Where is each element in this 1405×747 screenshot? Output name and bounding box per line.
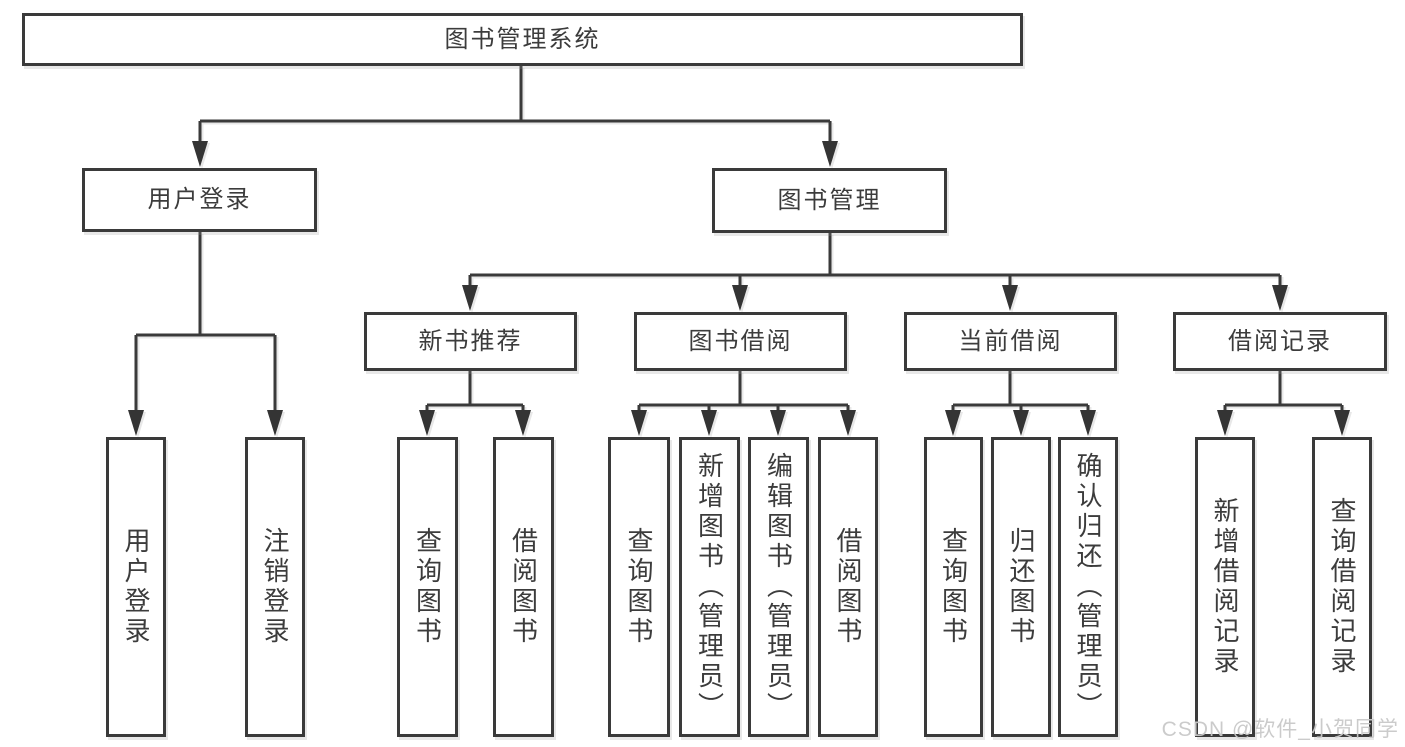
arrow-down-icon (822, 141, 838, 167)
leaf-add-borrow-record: 新增借阅记录 (1195, 437, 1255, 737)
node-root-label: 图书管理系统 (444, 25, 601, 53)
leaf-add-book-admin-label: 新增图书（管理员） (694, 452, 725, 722)
leaf-return-book: 归还图书 (991, 437, 1051, 737)
watermark: CSDN @软件_小贺同学 (1161, 718, 1399, 741)
leaf-return-book-label: 归还图书 (1006, 527, 1036, 647)
arrow-down-icon (1013, 410, 1029, 436)
arrow-down-icon (701, 410, 717, 436)
leaf-query-books-3: 查询图书 (924, 437, 983, 737)
node-new-book-recommend-label: 新书推荐 (418, 327, 523, 355)
leaf-edit-book-admin: 编辑图书（管理员） (748, 437, 809, 737)
node-user-login-label: 用户登录 (147, 186, 252, 213)
node-book-management-label: 图书管理 (777, 186, 882, 214)
leaf-query-books-2: 查询图书 (608, 437, 670, 737)
leaf-borrow-books-2-label: 借阅图书 (833, 527, 863, 647)
node-book-borrow: 图书借阅 (634, 312, 847, 371)
arrow-down-icon (631, 410, 647, 436)
arrow-down-icon (462, 285, 478, 311)
arrow-down-icon (419, 410, 435, 436)
node-borrow-records-label: 借阅记录 (1228, 327, 1332, 355)
leaf-user-login: 用户登录 (106, 437, 166, 737)
leaf-logout: 注销登录 (245, 437, 305, 737)
leaf-query-books-2-label: 查询图书 (624, 527, 654, 647)
leaf-borrow-books-1: 借阅图书 (493, 437, 554, 737)
leaf-user-login-label: 用户登录 (121, 527, 151, 647)
node-current-borrow-label: 当前借阅 (958, 327, 1063, 355)
arrow-down-icon (267, 410, 283, 436)
arrow-down-icon (732, 285, 748, 311)
node-book-borrow-label: 图书借阅 (688, 327, 793, 355)
leaf-edit-book-admin-label: 编辑图书（管理员） (763, 452, 794, 722)
arrow-down-icon (1217, 410, 1233, 436)
arrowhead-icons (128, 141, 1350, 436)
leaf-query-borrow-record-label: 查询借阅记录 (1327, 497, 1357, 677)
leaf-add-book-admin: 新增图书（管理员） (679, 437, 740, 737)
arrow-down-icon (1272, 285, 1288, 311)
leaf-add-borrow-record-label: 新增借阅记录 (1210, 497, 1240, 677)
arrow-down-icon (1002, 285, 1018, 311)
node-new-book-recommend: 新书推荐 (364, 312, 577, 371)
arrow-down-icon (945, 410, 961, 436)
leaf-query-books-3-label: 查询图书 (938, 527, 969, 647)
arrow-down-icon (840, 410, 856, 436)
arrow-down-icon (1080, 410, 1096, 436)
node-book-management: 图书管理 (712, 168, 947, 233)
leaf-logout-label: 注销登录 (260, 527, 290, 647)
arrow-down-icon (515, 410, 531, 436)
node-user-login: 用户登录 (82, 168, 317, 232)
leaf-confirm-return-admin: 确认归还（管理员） (1058, 437, 1118, 737)
arrow-down-icon (770, 410, 786, 436)
arrow-down-icon (1334, 410, 1350, 436)
leaf-confirm-return-admin-label: 确认归还（管理员） (1073, 452, 1103, 722)
node-borrow-records: 借阅记录 (1173, 312, 1387, 371)
node-current-borrow: 当前借阅 (904, 312, 1117, 371)
arrow-down-icon (128, 410, 144, 436)
leaf-query-books-1: 查询图书 (397, 437, 458, 737)
leaf-borrow-books-1-label: 借阅图书 (508, 527, 539, 647)
node-root: 图书管理系统 (22, 13, 1023, 66)
leaf-query-books-1-label: 查询图书 (412, 527, 443, 647)
connector-lines (134, 66, 1344, 414)
arrow-down-icon (192, 141, 208, 167)
leaf-query-borrow-record: 查询借阅记录 (1312, 437, 1372, 737)
leaf-borrow-books-2: 借阅图书 (818, 437, 878, 737)
